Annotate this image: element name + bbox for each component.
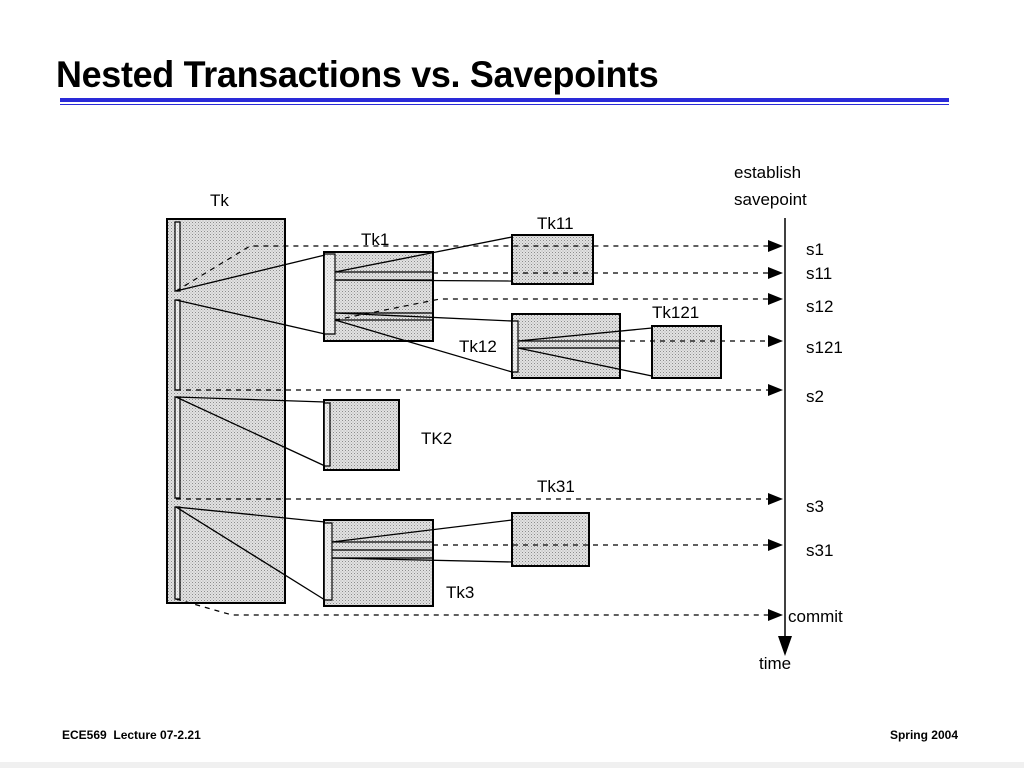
savepoint-s121-label: s121 <box>806 338 843 357</box>
tk121-label: Tk121 <box>652 303 699 322</box>
savepoint-s11-label: s11 <box>806 264 832 283</box>
tk121-box <box>651 325 722 379</box>
tk11-box <box>511 234 594 285</box>
tk12-box <box>511 313 621 379</box>
axis-header-line2: savepoint <box>734 190 807 209</box>
savepoint-arrowheads <box>768 240 783 621</box>
tk-label: Tk <box>210 191 229 210</box>
savepoint-s3-label: s3 <box>806 497 824 516</box>
tk2-label: TK2 <box>421 429 452 448</box>
slide-title: Nested Transactions vs. Savepoints <box>56 54 659 95</box>
call-lines <box>175 236 653 601</box>
savepoint-s1-label: s1 <box>806 240 824 259</box>
tk31-label: Tk31 <box>537 477 575 496</box>
footer-term: Spring 2004 <box>889 728 958 742</box>
savepoint-commit-label: commit <box>788 607 843 626</box>
tk12-label: Tk12 <box>459 337 497 356</box>
time-label: time <box>759 654 791 673</box>
tk2-box <box>323 399 400 471</box>
savepoint-s2-label: s2 <box>806 387 824 406</box>
footer-course: ECE569 Lecture 07-2.21 <box>62 728 201 742</box>
bottom-bar <box>0 762 1024 768</box>
time-axis-arrowhead <box>778 636 792 656</box>
tk1-label: Tk1 <box>361 230 389 249</box>
tk11-label: Tk11 <box>537 214 574 233</box>
tk3-label: Tk3 <box>446 583 474 602</box>
axis-header-line1: establish <box>734 163 801 182</box>
tk3-box <box>323 519 434 607</box>
savepoint-dashes <box>175 245 768 616</box>
tk-box <box>166 218 286 604</box>
savepoint-s12-label: s12 <box>806 297 833 316</box>
title-underline <box>60 98 949 102</box>
tk-inner-bars <box>174 221 620 601</box>
title-underline-thin <box>60 104 949 105</box>
savepoint-s31-label: s31 <box>806 541 833 560</box>
tk1-box <box>323 251 434 342</box>
tk31-box <box>511 512 590 567</box>
